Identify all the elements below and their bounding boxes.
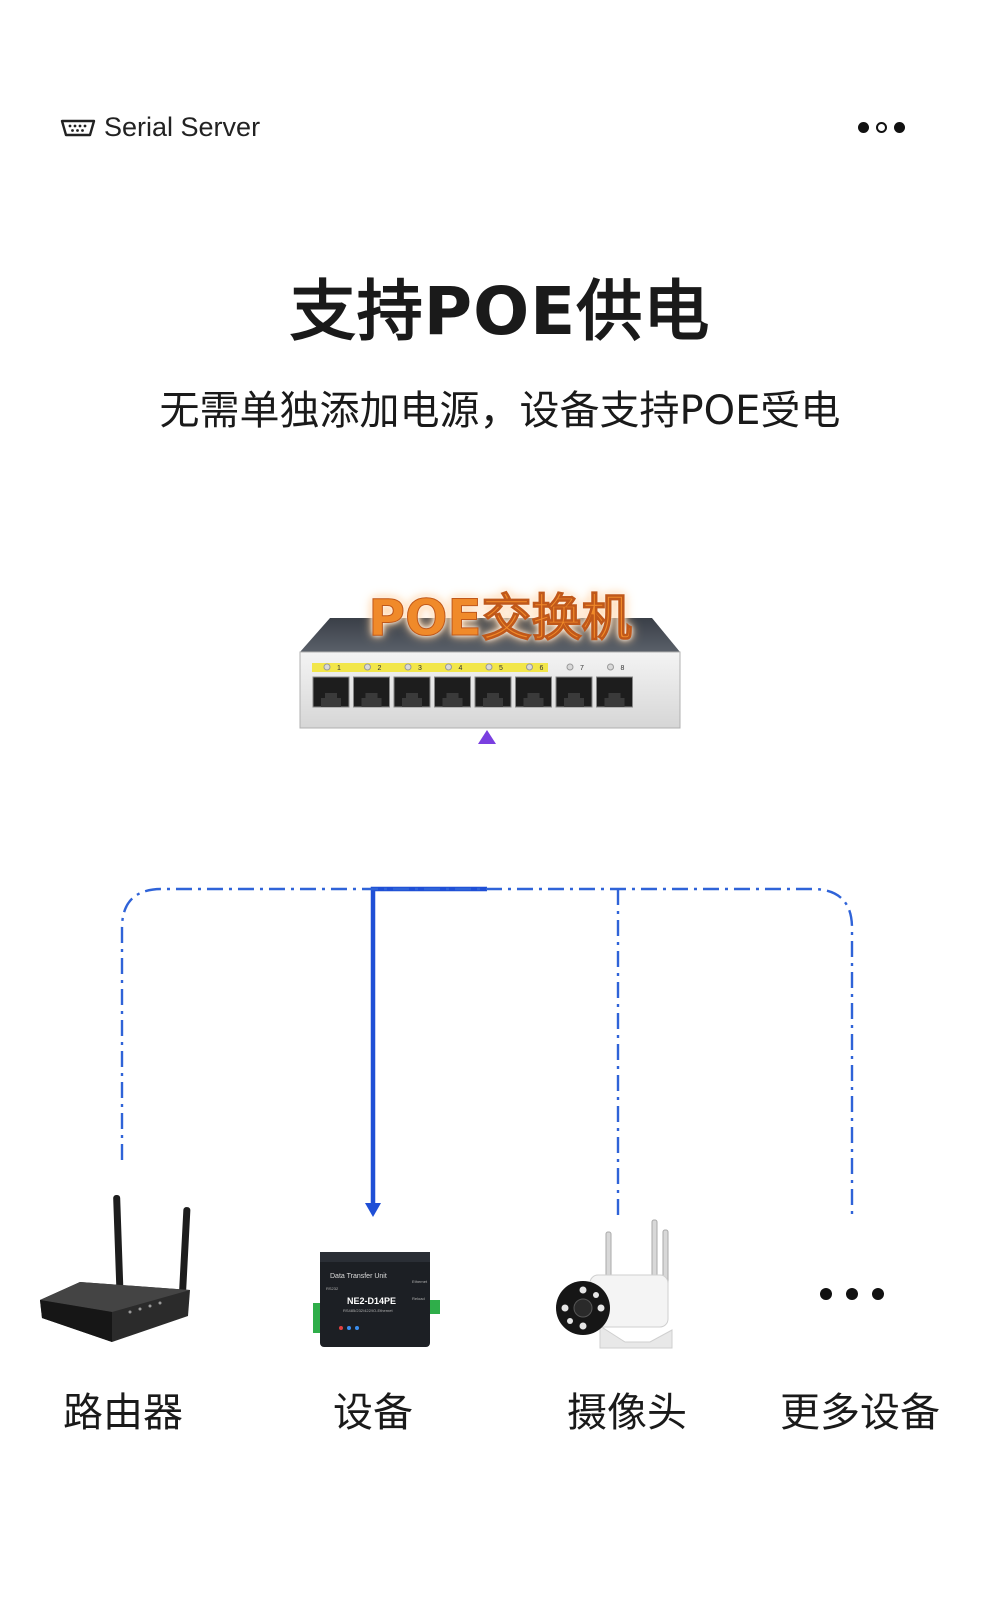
more-dots-icon[interactable] [858,122,905,133]
device-top-label: Data Transfer Unit [330,1273,387,1280]
port-notch [483,693,503,707]
port-number: 8 [621,665,625,672]
port-notch [523,693,544,707]
page-title: 支持POE供电 [289,273,711,350]
header: Serial Server [60,112,260,143]
port-led [364,663,371,671]
port-led [404,663,412,671]
poe-indicator-strip [312,663,548,672]
serial-port-icon [60,119,96,136]
port-led [607,663,614,671]
dot [876,122,887,133]
port-led [323,663,331,671]
camera-icon [556,1219,673,1349]
node-label-camera: 摄像头 [567,1390,687,1436]
switch-label: POE交换机 [368,589,632,648]
router-icon [40,1194,191,1342]
port-number: 1 [337,665,341,672]
port-notch [361,693,382,707]
port-number: 2 [378,665,382,672]
dashed-bus [120,887,854,1215]
port-number: 4 [459,665,463,672]
device-reload-label: Reload [412,1296,425,1301]
node-label-device: 设备 [333,1390,413,1436]
poe-switch: 1 2 3 4 5 6 7 8 [299,618,681,729]
port-number: 5 [499,665,503,672]
switch-ports: 1 2 3 4 5 6 7 8 [312,663,633,708]
device-arrow [365,1203,381,1217]
port-notch [321,693,341,707]
dot [894,122,905,133]
device-model: NE2-D14PE [347,1296,396,1306]
port-led [485,663,493,671]
device-ethernet-label: Ethernet [412,1279,428,1284]
dot [858,122,869,133]
device-icon: Data Transfer Unit NE2-D14PE RS485/232/4… [313,1252,440,1347]
more-devices-icon [820,1288,884,1300]
port-number: 7 [580,665,584,672]
port-notch [402,693,422,707]
port-number: 6 [540,665,544,672]
page-subtitle: 无需单独添加电源，设备支持POE受电 [159,388,841,434]
port-led [526,663,533,671]
port-notch [442,693,463,707]
port-led [566,663,574,671]
device-sub-label: RS485/232/422/IO-Ethernet [343,1308,393,1313]
power-line [370,886,487,1205]
node-label-more-devices: 更多设备 [780,1390,940,1436]
port-led [445,663,452,671]
node-label-router: 路由器 [63,1390,183,1436]
uplink-arrow [478,730,496,744]
device-rs232-label: RS232 [326,1286,339,1291]
port-notch [604,693,625,707]
port-number: 3 [418,665,422,672]
port-notch [564,693,584,707]
brand-name: Serial Server [104,112,261,142]
